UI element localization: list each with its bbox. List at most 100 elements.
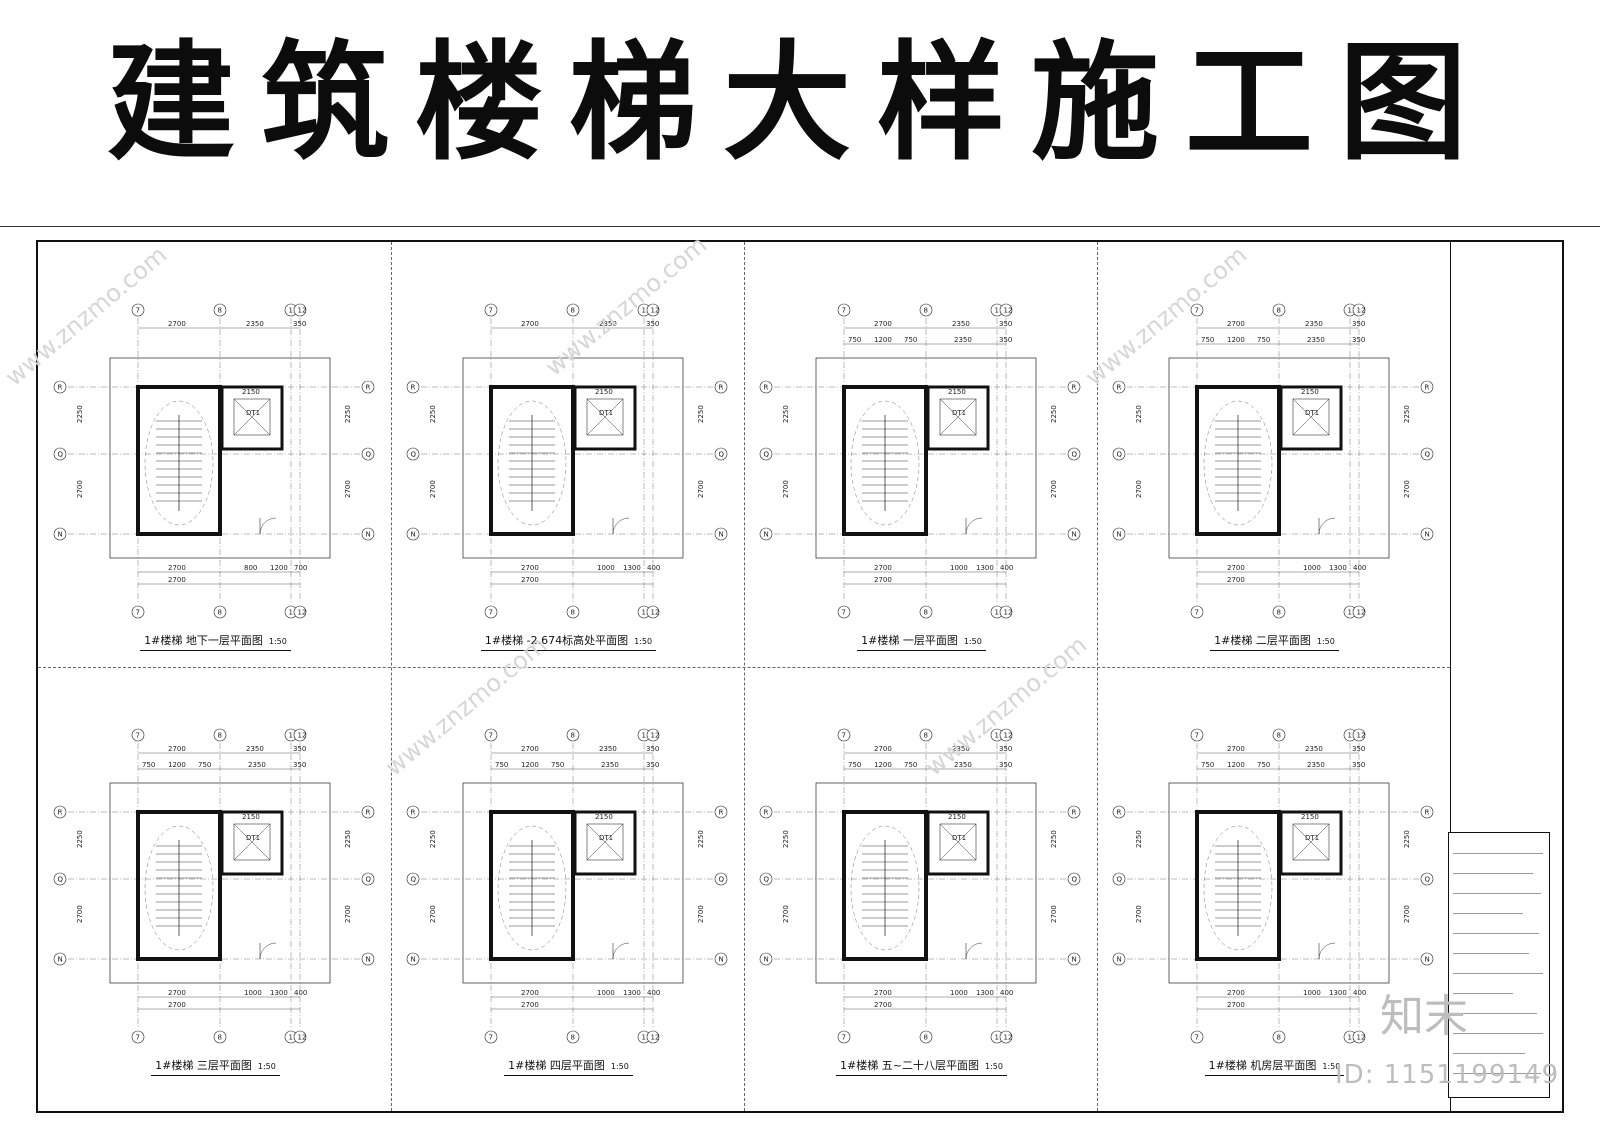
dimension-label: 2350 (246, 745, 264, 753)
axis-label: 12 (1004, 609, 1013, 617)
axis-label: N (366, 956, 371, 964)
axis-bubble (566, 1030, 580, 1044)
dimension-label: 2250 (344, 405, 352, 423)
axis-label: N (1072, 956, 1077, 964)
axis-label: 7 (136, 609, 140, 617)
dimension-label: 2700 (76, 905, 84, 923)
plan-title-label: 1#楼梯 -2.674标高处平面图 (484, 634, 629, 647)
axis-label: 11 (995, 609, 1004, 617)
dimension-label: 1300 (976, 989, 994, 997)
drawing-title: 建筑楼梯大样施工图 (106, 28, 1493, 178)
stair-core-wall (136, 385, 222, 536)
axis-bubble (1352, 303, 1366, 317)
stair-core-wall (136, 810, 222, 961)
dimension-label: 350 (999, 336, 1012, 344)
axis-bubble (646, 728, 660, 742)
dimension-label: 1000 (950, 564, 968, 572)
plan-title-label: 1#楼梯 二层平面图 (1214, 634, 1311, 647)
plan-scale: 1:50 (257, 1062, 276, 1071)
axis-label: N (58, 531, 63, 539)
stair-core-wall (489, 385, 575, 536)
axis-bubble (293, 728, 307, 742)
dimension-label: 750 (1257, 336, 1270, 344)
dimension-label: 2700 (1227, 564, 1245, 572)
dimension-label: 2700 (782, 905, 790, 923)
door-swing (1318, 942, 1336, 960)
plan-boundary (109, 357, 331, 559)
dimension-label: 2350 (1307, 761, 1325, 769)
axis-bubble (1067, 805, 1081, 819)
dimension-label: 2700 (429, 480, 437, 498)
plan-boundary (815, 357, 1037, 559)
axis-label: 12 (298, 1034, 307, 1042)
plan-boundary (815, 782, 1037, 984)
axis-label: Q (1425, 876, 1431, 884)
axis-label: 8 (1277, 609, 1281, 617)
axis-label: 11 (642, 609, 651, 617)
axis-bubble (837, 605, 851, 619)
axis-label: 8 (924, 609, 928, 617)
axis-label: N (764, 531, 769, 539)
axis-label: Q (1117, 876, 1123, 884)
axis-bubble (1190, 728, 1204, 742)
axis-bubble (999, 605, 1013, 619)
axis-label: 8 (218, 609, 222, 617)
axis-label: N (411, 956, 416, 964)
axis-bubble (131, 303, 145, 317)
dimension-label: 1300 (1329, 989, 1347, 997)
axis-label: 12 (651, 732, 660, 740)
axis-label: R (366, 384, 371, 392)
dimension-label: 2700 (1227, 320, 1245, 328)
axis-label: N (1425, 531, 1430, 539)
elevator-label: DT1 (952, 409, 966, 417)
dimension-label: 1000 (597, 564, 615, 572)
plan-boundary (1168, 357, 1390, 559)
axis-label: 12 (1004, 732, 1013, 740)
elevator-label: DT1 (1305, 409, 1319, 417)
dimension-label: 350 (646, 320, 659, 328)
dimension-label: 2700 (168, 564, 186, 572)
axis-bubble (1352, 605, 1366, 619)
dimension-label: 2700 (521, 989, 539, 997)
axis-label: 8 (1277, 732, 1281, 740)
axis-label: R (764, 384, 769, 392)
axis-label: Q (1072, 451, 1078, 459)
elevator-width-dim: 2150 (595, 388, 613, 396)
axis-bubble (484, 303, 498, 317)
axis-bubble (566, 728, 580, 742)
axis-bubble (53, 805, 67, 819)
axis-bubble (131, 605, 145, 619)
plan-scale: 1:50 (984, 1062, 1003, 1071)
dimension-label: 2250 (1050, 830, 1058, 848)
dimension-label: 2700 (76, 480, 84, 498)
axis-bubble (1067, 872, 1081, 886)
axis-label: N (1117, 956, 1122, 964)
dimension-label: 2700 (1050, 905, 1058, 923)
cell-divider (1097, 242, 1098, 1111)
dimension-label: 2250 (1050, 405, 1058, 423)
axis-label: 11 (289, 732, 298, 740)
dimension-label: 2250 (697, 405, 705, 423)
axis-bubble (53, 380, 67, 394)
axis-bubble (53, 952, 67, 966)
turning-arc (850, 825, 920, 951)
dimension-label: 2250 (429, 405, 437, 423)
axis-label: R (764, 809, 769, 817)
axis-label: Q (719, 876, 725, 884)
axis-bubble (1352, 1030, 1366, 1044)
turning-arc (497, 825, 567, 951)
axis-bubble (999, 1030, 1013, 1044)
dimension-label: 2700 (874, 320, 892, 328)
elevator-car (233, 398, 271, 436)
dimension-label: 2700 (1135, 905, 1143, 923)
dimension-label: 2700 (1227, 989, 1245, 997)
axis-bubble (53, 872, 67, 886)
axis-bubble (361, 380, 375, 394)
dimension-label: 2250 (782, 830, 790, 848)
dimension-label: 400 (1353, 564, 1366, 572)
axis-label: R (1117, 384, 1122, 392)
